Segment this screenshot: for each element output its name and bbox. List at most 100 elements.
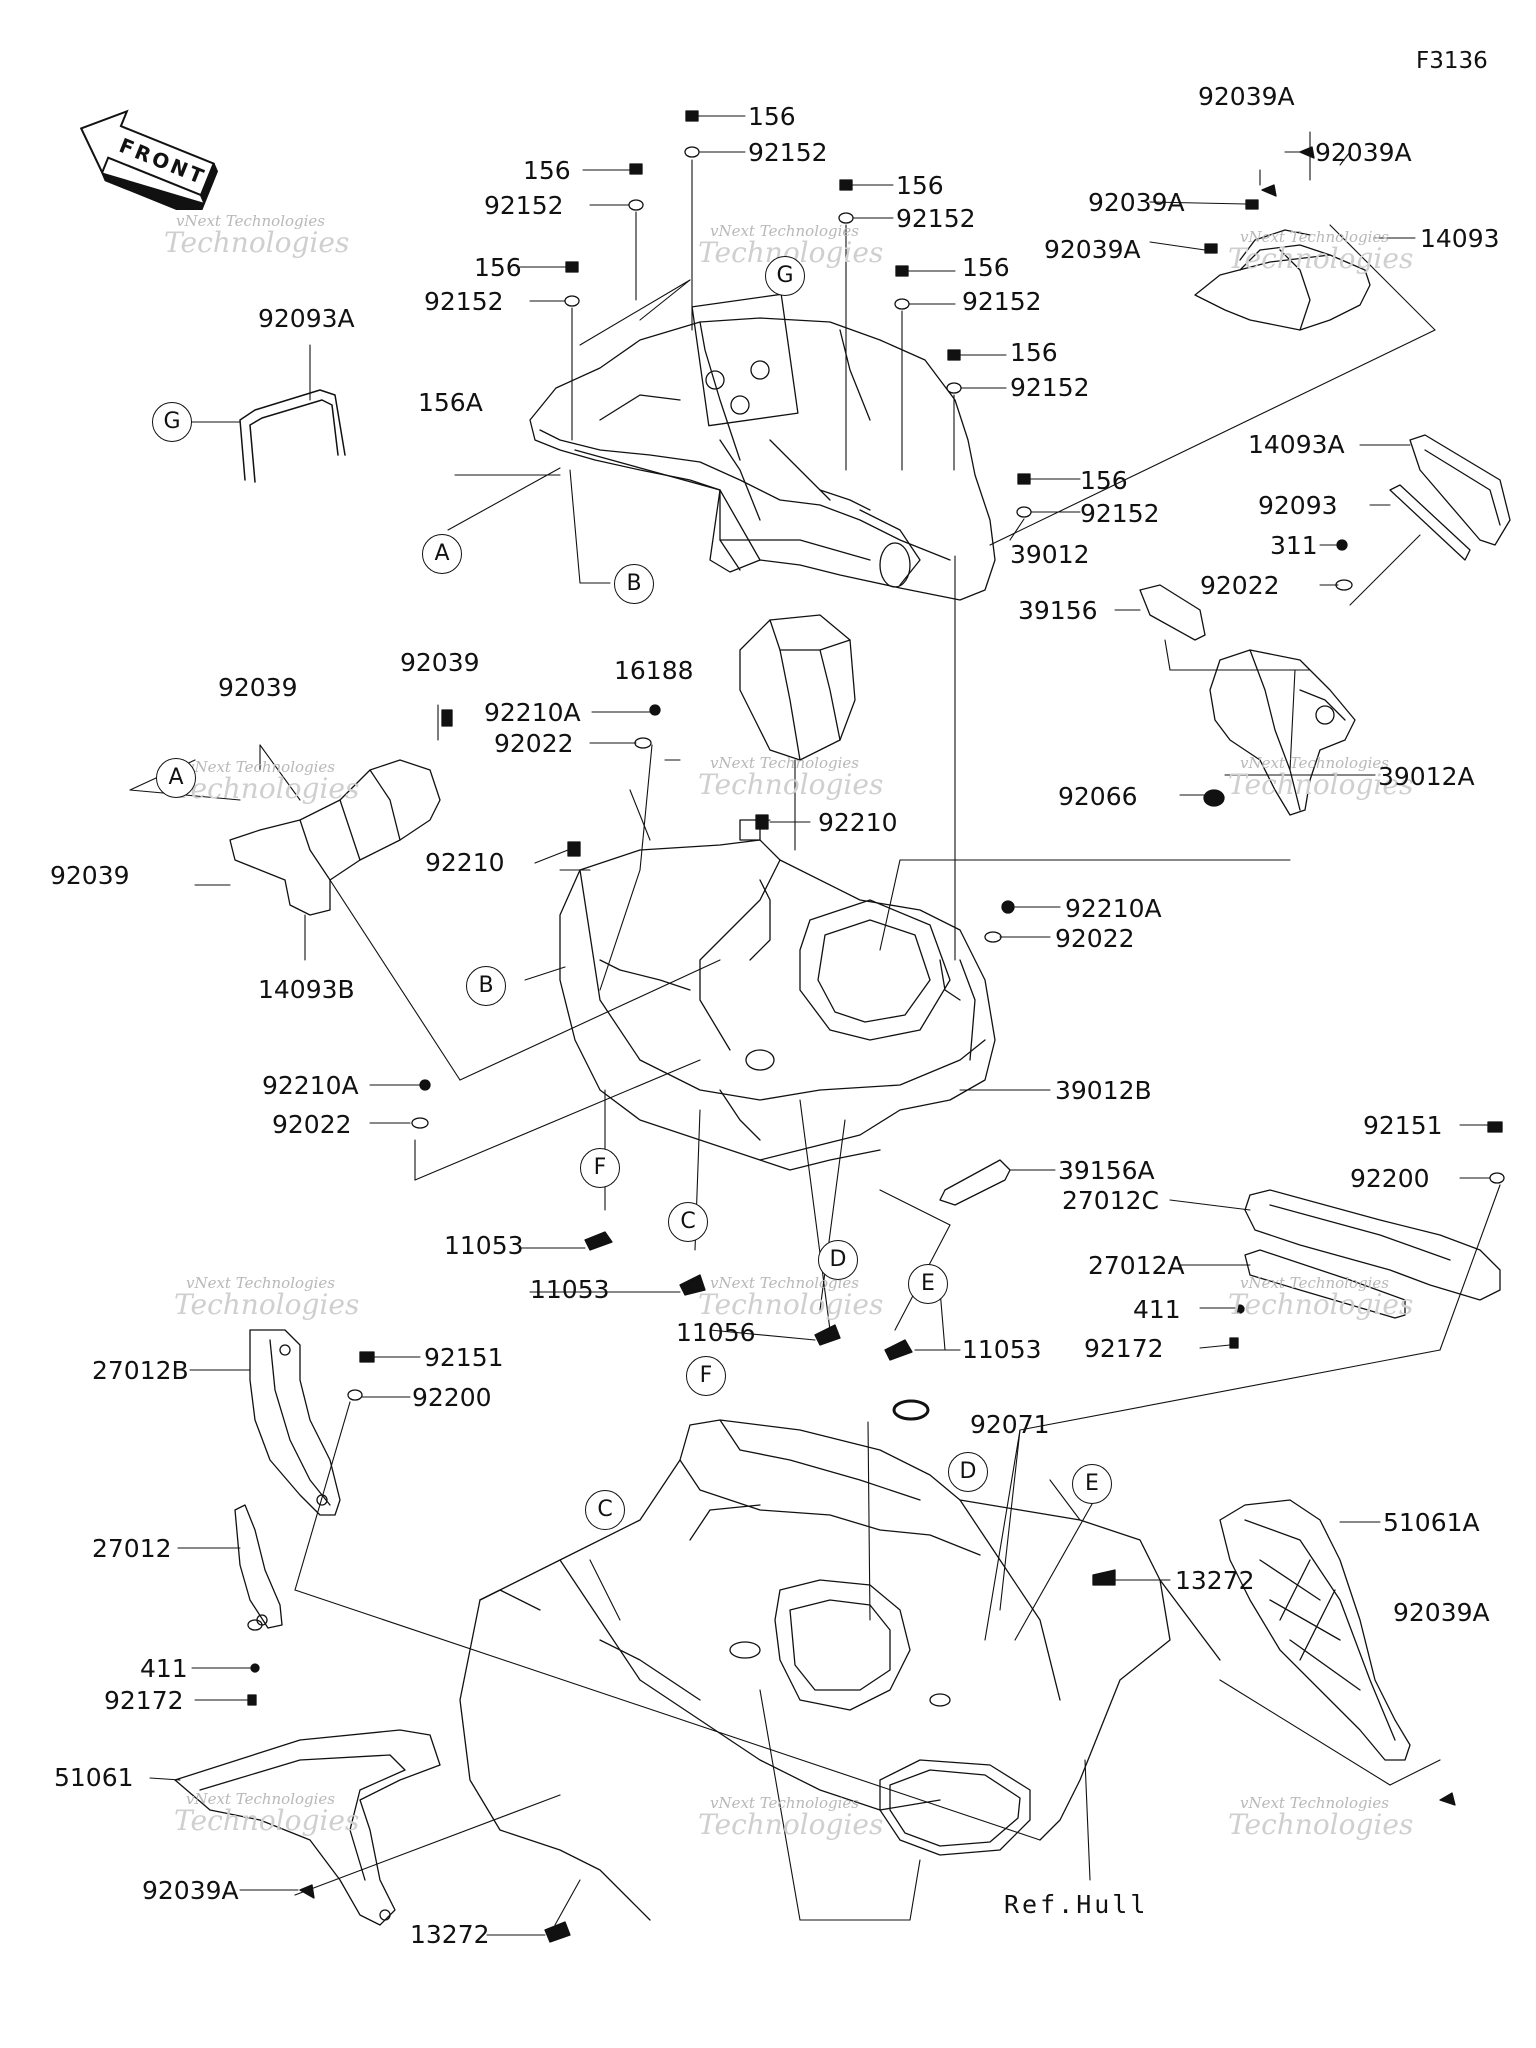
part-label: 27012B	[92, 1356, 189, 1385]
callout-letter: D	[948, 1452, 988, 1492]
callout-letter: A	[422, 534, 462, 574]
leader-lines	[130, 116, 1500, 1935]
part-label: 156	[896, 171, 944, 200]
part-label: 92210	[425, 848, 505, 877]
front-arrow-icon: FRONT	[79, 109, 219, 220]
part-label: 92022	[1200, 571, 1280, 600]
callout-letter: G	[152, 402, 192, 442]
strip-14093A	[1410, 435, 1510, 545]
pad-39156	[1140, 585, 1205, 640]
strip-92093	[1390, 485, 1470, 560]
part-label: 16188	[614, 656, 694, 685]
part-label: 92022	[1055, 924, 1135, 953]
callout-letter: C	[585, 1490, 625, 1530]
part-label: 27012A	[1088, 1251, 1185, 1280]
part-label: 14093B	[258, 975, 355, 1004]
callout-letter: A	[156, 758, 196, 798]
grille-51061A	[1220, 1500, 1410, 1760]
part-label: 92152	[1080, 499, 1160, 528]
callout-letter: E	[908, 1264, 948, 1304]
rail-27012C	[1245, 1190, 1500, 1300]
hull-outline	[460, 1420, 1220, 1920]
part-label: 156	[962, 253, 1010, 282]
part-label: 92039A	[1198, 82, 1295, 111]
grille-51061	[175, 1730, 440, 1925]
part-label: 156	[1080, 466, 1128, 495]
callout-letter: G	[765, 256, 805, 296]
hardware	[248, 111, 1504, 1942]
part-label: 92039A	[1393, 1598, 1490, 1627]
part-label: 92022	[494, 729, 574, 758]
part-label: 92039A	[1315, 138, 1412, 167]
callout-letter: B	[614, 564, 654, 604]
part-label: 11053	[444, 1231, 524, 1260]
part-label: 156	[1010, 338, 1058, 367]
cover-14093B	[230, 760, 440, 915]
part-label: 92039	[400, 648, 480, 677]
part-label: 92093	[1258, 491, 1338, 520]
part-label: 39012A	[1378, 762, 1475, 791]
front-cover-39012	[530, 294, 995, 600]
part-label: 92071	[970, 1410, 1050, 1439]
part-label: 92066	[1058, 782, 1138, 811]
rail-27012	[235, 1505, 282, 1628]
rail-27012A	[1245, 1250, 1405, 1318]
part-label: 92152	[484, 191, 564, 220]
part-label: 92039A	[1044, 235, 1141, 264]
part-label: 92039	[50, 861, 130, 890]
part-label: 92039A	[142, 1876, 239, 1905]
part-label: 11053	[530, 1275, 610, 1304]
part-label: 156	[523, 156, 571, 185]
part-label: 92210A	[1065, 894, 1162, 923]
handle-92093A	[240, 390, 345, 482]
part-label: 156A	[418, 388, 483, 417]
part-label: 92200	[412, 1383, 492, 1412]
panel-39012A	[1210, 650, 1355, 815]
rail-27012B	[250, 1330, 340, 1515]
cover-14093	[1195, 230, 1370, 330]
part-label: 27012C	[1062, 1186, 1159, 1215]
front-arrow: FRONT	[72, 100, 222, 220]
part-label: 51061A	[1383, 1508, 1480, 1537]
part-label: 14093	[1420, 224, 1500, 253]
part-label: 156	[748, 102, 796, 131]
part-label: 51061	[54, 1763, 134, 1792]
part-label: 92172	[1084, 1334, 1164, 1363]
part-label: 39156	[1018, 596, 1098, 625]
callout-letter: D	[818, 1240, 858, 1280]
part-label: 92152	[1010, 373, 1090, 402]
part-label: 92093A	[258, 304, 355, 333]
part-label: 92039	[218, 673, 298, 702]
part-label: 92151	[1363, 1111, 1443, 1140]
part-label: 13272	[410, 1920, 490, 1949]
part-label: 92210	[818, 808, 898, 837]
part-label: 39012B	[1055, 1076, 1152, 1105]
part-label: 92152	[748, 138, 828, 167]
callout-letter: E	[1072, 1464, 1112, 1504]
part-label: 92151	[424, 1343, 504, 1372]
callout-letter: F	[686, 1356, 726, 1396]
part-label: 92200	[1350, 1164, 1430, 1193]
part-label: 92152	[896, 204, 976, 233]
part-label: 39012	[1010, 540, 1090, 569]
callout-letter: C	[668, 1202, 708, 1242]
part-label: 411	[1133, 1295, 1181, 1324]
part-label: 39156A	[1058, 1156, 1155, 1185]
part-label: 11056	[676, 1318, 756, 1347]
ref-hull-label: Ref.Hull	[1004, 1890, 1149, 1919]
part-label: 411	[140, 1654, 188, 1683]
part-label: 13272	[1175, 1566, 1255, 1595]
callout-letter: F	[580, 1148, 620, 1188]
part-label: 92022	[272, 1110, 352, 1139]
part-label: 311	[1270, 531, 1318, 560]
pad-39156A	[940, 1160, 1010, 1205]
part-label: 92152	[424, 287, 504, 316]
part-label: 92210A	[484, 698, 581, 727]
callout-letter: B	[466, 966, 506, 1006]
part-label: 27012	[92, 1534, 172, 1563]
part-label: 92152	[962, 287, 1042, 316]
part-label: 156	[474, 253, 522, 282]
part-label: 92039A	[1088, 188, 1185, 217]
